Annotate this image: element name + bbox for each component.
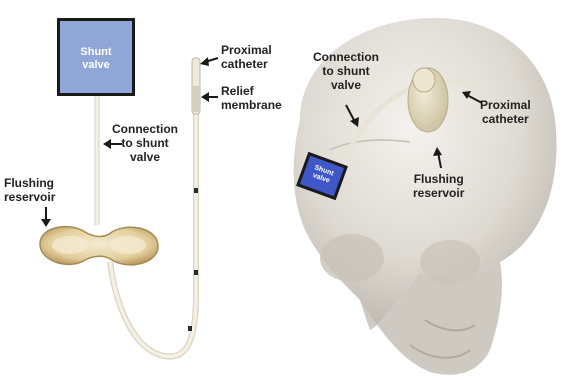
catheter-assembly bbox=[40, 58, 200, 357]
marker-dot bbox=[194, 188, 198, 193]
marker-dot bbox=[188, 326, 192, 331]
skull-shunt-valve-label: Shunt valve bbox=[303, 161, 342, 188]
label-connection-right: Connection to shunt valve bbox=[313, 50, 379, 92]
label-flushing-reservoir-right: Flushing reservoir bbox=[413, 172, 464, 200]
label-flushing-reservoir-left: Flushing reservoir bbox=[4, 176, 55, 204]
label-relief-membrane: Relief membrane bbox=[221, 84, 282, 112]
label-proximal-catheter-right: Proximal catheter bbox=[480, 98, 531, 126]
label-connection-left: Connection to shunt valve bbox=[112, 122, 178, 164]
marker-dot bbox=[194, 270, 198, 275]
label-proximal-catheter: Proximal catheter bbox=[221, 43, 272, 71]
shunt-valve-label: Shunt valve bbox=[60, 46, 132, 72]
relief-membrane-segment bbox=[193, 86, 199, 112]
shunt-valve-box: Shunt valve bbox=[57, 18, 135, 96]
